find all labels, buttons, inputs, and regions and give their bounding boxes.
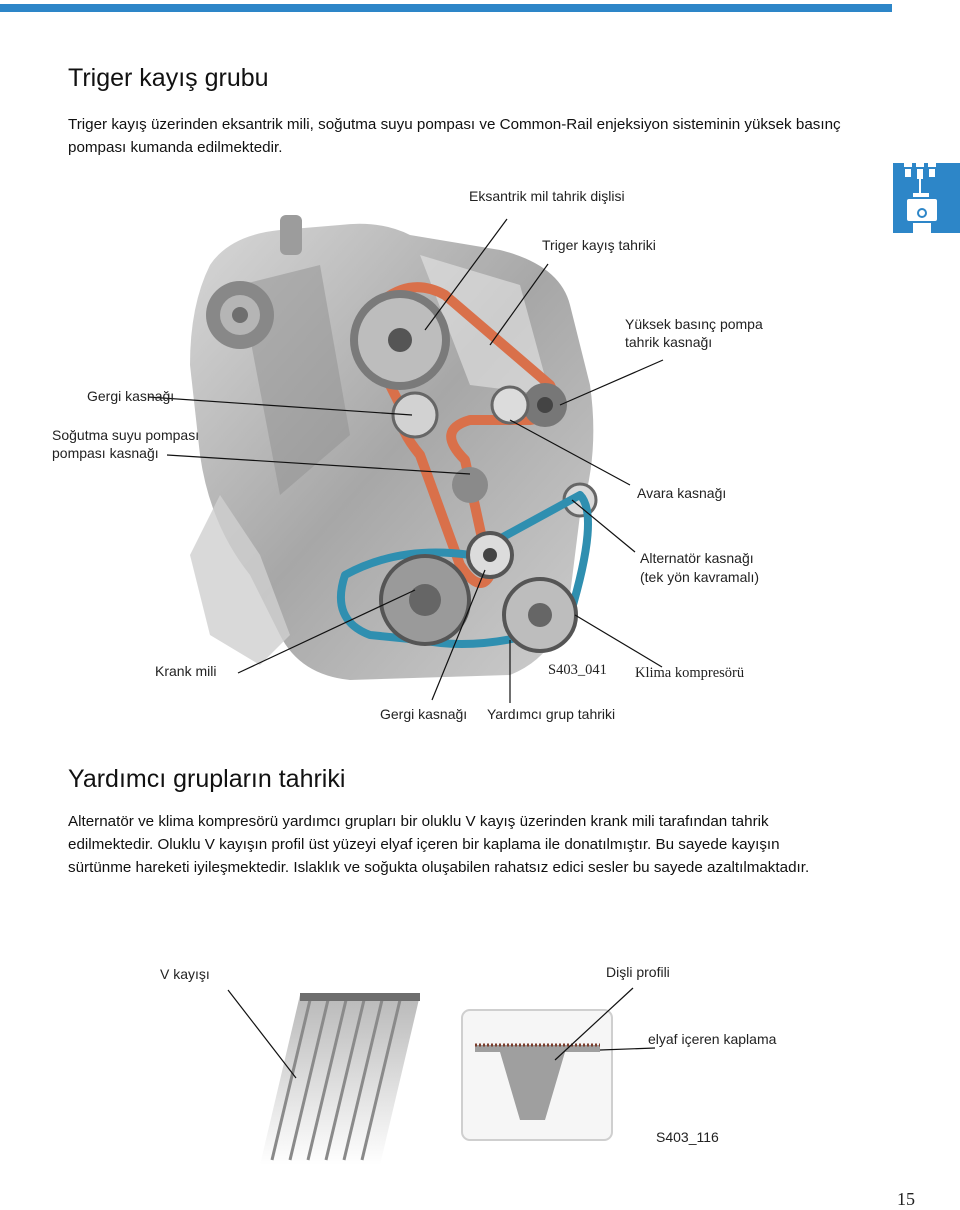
label-alternator-line2: (tek yön kavramalı)	[640, 569, 760, 585]
v-belt-illustration	[260, 993, 613, 1165]
label-timing-belt-drive: Triger kayış tahriki	[542, 237, 656, 253]
section-title-timing-belt: Triger kayış grubu	[68, 64, 269, 92]
label-water-pump-line1: Soğutma suyu pompası	[52, 427, 200, 443]
top-accent-bar	[0, 4, 892, 12]
label-high-pressure-pump-line1: Yüksek basınç pompa	[625, 316, 763, 332]
label-camshaft-sprocket: Eksantrik mil tahrik dişlisi	[469, 188, 625, 204]
engine-illustration	[190, 215, 598, 680]
page-number: 15	[897, 1189, 915, 1209]
label-auxiliary-drive: Yardımcı grup tahriki	[487, 706, 616, 722]
label-alternator-line1: Alternatör kasnağı	[640, 550, 754, 566]
label-tensioner-bottom: Gergi kasnağı	[380, 706, 468, 722]
figure1-id: S403_041	[548, 662, 607, 678]
section-paragraph-auxiliary-drive: Alternatör ve klima kompresörü yardımcı …	[68, 813, 810, 876]
section-tab	[893, 163, 960, 233]
label-idler-pulley: Avara kasnağı	[637, 485, 727, 501]
label-high-pressure-pump-line2: tahrik kasnağı	[625, 334, 713, 350]
engine-diagram-icon	[904, 163, 937, 233]
label-crankshaft: Krank mili	[155, 663, 217, 679]
label-tensioner-top: Gergi kasnağı	[87, 388, 175, 404]
section-title-auxiliary-drive: Yardımcı grupların tahriki	[68, 765, 346, 793]
label-water-pump-line2: pompası kasnağı	[52, 445, 159, 461]
label-v-belt: V kayışı	[160, 966, 210, 982]
label-ac-compressor: Klima kompresörü	[635, 665, 745, 681]
figure2-id: S403_116	[656, 1129, 719, 1145]
label-toothed-profile: Dişli profili	[606, 964, 670, 980]
label-fiber-coating: elyaf içeren kaplama	[648, 1031, 777, 1047]
section-paragraph-timing-belt: Triger kayış üzerinden eksantrik mili, s…	[68, 116, 841, 156]
